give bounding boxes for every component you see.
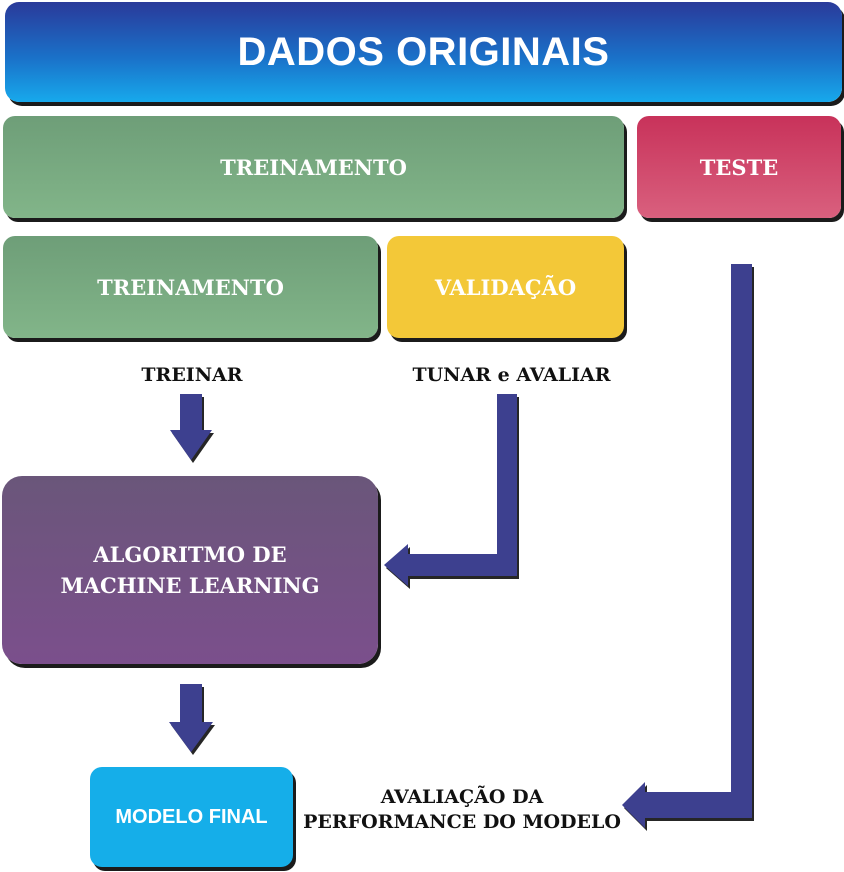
treinamento-top-box: TREINAMENTO (3, 116, 624, 218)
treinamento-label: TREINAMENTO (97, 274, 284, 300)
dados-originais-label: DADOS ORIGINAIS (237, 29, 610, 74)
dados-originais-box: DADOS ORIGINAIS (5, 2, 842, 102)
teste-label: TESTE (699, 154, 779, 180)
modelo-final-label: MODELO FINAL (115, 805, 268, 828)
treinar-label: TREINAR (141, 364, 243, 386)
tunar-avaliar-label: TUNAR e AVALIAR (412, 364, 611, 386)
validacao-label: VALIDAÇÃO (434, 274, 577, 300)
algoritmo-label-line2: MACHINE LEARNING (60, 573, 320, 598)
avaliacao-label-line2: PERFORMANCE DO MODELO (303, 810, 621, 833)
arrow-algoritmo-down-icon (169, 684, 213, 752)
teste-box: TESTE (637, 116, 841, 218)
modelo-final-box: MODELO FINAL (90, 767, 293, 867)
arrow-treinar-down-icon (170, 394, 212, 460)
validacao-box: VALIDAÇÃO (387, 236, 624, 338)
algoritmo-box: ALGORITMO DE MACHINE LEARNING (2, 476, 378, 664)
algoritmo-label-line1: ALGORITMO DE (93, 541, 287, 567)
treinamento-top-label: TREINAMENTO (220, 154, 407, 180)
treinamento-box: TREINAMENTO (3, 236, 378, 338)
avaliacao-performance-label: AVALIAÇÃO DA PERFORMANCE DO MODELO (296, 785, 628, 834)
arrow-tunar-elbow-icon (384, 394, 517, 586)
arrow-teste-elbow-icon (622, 264, 752, 828)
avaliacao-label-line1: AVALIAÇÃO DA (380, 786, 544, 808)
